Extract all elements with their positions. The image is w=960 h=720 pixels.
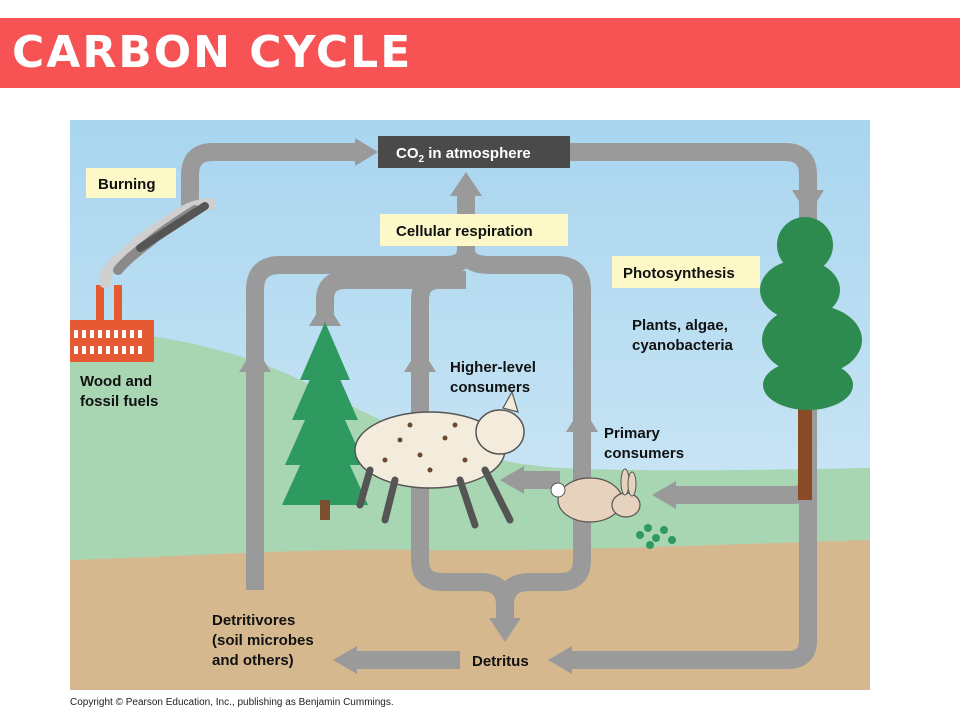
photosynthesis-box <box>612 256 760 288</box>
arrow-tree-to-detritus <box>570 480 817 669</box>
conifer-tree <box>282 322 368 520</box>
rabbit-illustration <box>550 468 641 523</box>
co2-box <box>378 136 570 168</box>
detritus-label: Detritus <box>472 653 529 670</box>
primary-consumers-label: Primary consumers <box>604 425 684 462</box>
factory-illustration <box>70 285 154 362</box>
tall-tree <box>760 217 862 500</box>
copyright-text: Copyright © Pearson Education, Inc., pub… <box>70 697 394 708</box>
higher-consumers-label: Higher-level consumers <box>450 359 540 396</box>
bobcat-illustration <box>354 390 525 529</box>
arrow-burning-to-co2 <box>181 143 355 210</box>
detritivores-label: Detritivores (soil microbes and others) <box>212 612 318 669</box>
arrow-co2-to-tree <box>570 143 817 190</box>
photosynthesis-label: Photosynthesis <box>623 265 735 282</box>
smoke-illustration <box>99 198 216 288</box>
plants-label: Plants, algae, cyanobacteria <box>632 317 734 354</box>
co2-label: CO2 in atmosphere <box>396 145 531 165</box>
arrow-tree-up <box>316 271 440 325</box>
small-plant <box>636 524 676 549</box>
wood-fossil-label: Wood and fossil fuels <box>80 373 158 410</box>
title-bar: CARBON CYCLE <box>0 18 960 88</box>
arrow-heads <box>239 138 824 674</box>
burning-label: Burning <box>98 176 156 193</box>
cellular-respiration-label: Cellular respiration <box>396 223 533 240</box>
slide-title: CARBON CYCLE <box>12 27 413 78</box>
burning-box <box>86 168 176 198</box>
cellular-respiration-box <box>380 214 568 246</box>
